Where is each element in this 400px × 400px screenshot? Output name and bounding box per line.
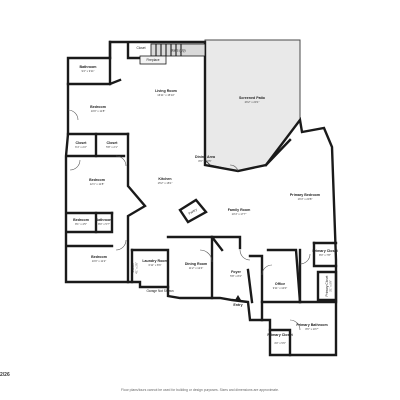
fireplace-label: Fireplace [146, 58, 159, 62]
room-name: Bathroom [80, 65, 97, 69]
room-dims: 6'11" x 8'6" [148, 263, 161, 267]
room-dims: 10'4" x 17'7" [232, 212, 247, 216]
room-dims: 4'0" x 5'6" [274, 341, 286, 345]
entry-arrow-icon [235, 295, 241, 300]
room-name: Bathroom [96, 218, 113, 222]
room-name: Family Room [228, 208, 251, 212]
room-dims: 8'0" x 10'5" [198, 159, 211, 163]
room-dims: 12'1" x 11'8" [90, 182, 105, 186]
room-name: Primary Bedroom [290, 193, 320, 197]
room-name: Closet [76, 141, 88, 145]
room-name: Bedroom [73, 218, 89, 222]
room-dims: 8'0" x 5'7" [98, 222, 110, 226]
room-name: Foyer [231, 270, 241, 274]
room-name: Bedroom [89, 178, 105, 182]
room-dims: 3'1" x 5'9" [329, 280, 333, 292]
room-dims: 8'1" x 4'5" [75, 222, 87, 226]
room-name: Living Room [155, 89, 177, 93]
room-dims: 10'0" x 11'8" [91, 109, 106, 113]
screened-patio-area [204, 39, 301, 172]
room-dims: 15'2" x 18'1" [158, 181, 173, 185]
room-name: Screened Patio [239, 96, 266, 100]
room-name: Laundry Room [142, 259, 167, 263]
room-dims: 6'4" x 2'2" [75, 145, 87, 149]
room-dims: 5'8" x 2'1" [106, 145, 118, 149]
room-dims: 11'2" x 12'4" [189, 266, 204, 270]
room-name: Primary Closet [267, 333, 293, 337]
room-dims: 10'0" x 11'2" [92, 259, 107, 263]
room-name: Primary Closet [325, 275, 329, 296]
fireplace-block [139, 55, 167, 65]
room-dims: 16'3" x 20'8" [298, 197, 313, 201]
outer-wall [64, 40, 338, 357]
room-name: Pantry [188, 207, 198, 215]
room-dims: 4'1" x 2'6" [135, 262, 139, 274]
room-dims: 9'2" x 9'11" [81, 69, 94, 73]
room-dims: 8'0" x 7'8" [319, 253, 331, 257]
room-dims: 8'0" x 10'7" [305, 327, 318, 331]
room-name: Closet [107, 141, 119, 145]
room-name: Closet [136, 46, 145, 50]
entry-label: Entry [233, 303, 242, 307]
stair-treads [155, 44, 182, 56]
interior-walls [66, 40, 338, 357]
disclaimer-footer: Floor plans/tours cannot be used for bui… [121, 388, 279, 392]
room-dims: 26'2" x 20'1" [245, 100, 260, 104]
room-name: Kitchen [158, 177, 171, 181]
room-dims: 16'11" x 15'10" [157, 93, 175, 97]
page-code: 2/26 [0, 372, 10, 378]
stairs-label: Stairs (Up) [170, 49, 185, 53]
room-name: Primary Bathroom [296, 323, 327, 327]
room-name: Primary Closet [312, 249, 338, 253]
room-dims: 5'8" x 8'4" [230, 274, 242, 278]
room-name: Bedroom [91, 255, 107, 259]
room-name: Dining Room [185, 262, 207, 266]
room-name: Dining Area [195, 155, 216, 159]
room-name: Closet [131, 263, 135, 272]
door-swings [67, 109, 311, 331]
room-name: Bedroom [90, 105, 106, 109]
stairs-block [150, 43, 206, 57]
room-dims: 9'11" x 10'0" [273, 286, 288, 290]
room-name: Office [275, 282, 285, 286]
garage-note: Garage Not Shown [146, 289, 173, 293]
